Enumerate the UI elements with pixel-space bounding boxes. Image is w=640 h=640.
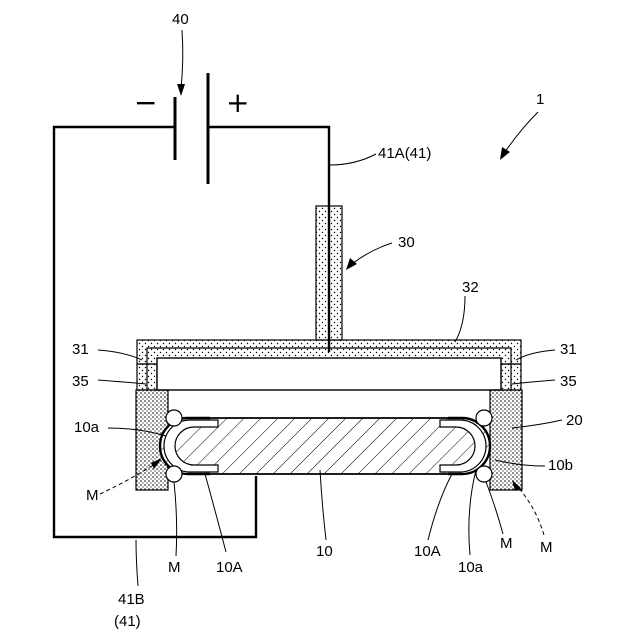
wire-41A bbox=[208, 127, 329, 352]
substrate-10 bbox=[160, 418, 490, 474]
label-10a-right: 10a bbox=[458, 559, 484, 576]
label-10a-left: 10a bbox=[74, 419, 100, 436]
label-10b: 10b bbox=[548, 457, 573, 474]
label-30: 30 bbox=[398, 234, 415, 251]
label-M-left-dashed: M bbox=[86, 487, 99, 504]
label-M-bottom-left: M bbox=[168, 559, 181, 576]
label-32: 32 bbox=[462, 279, 479, 296]
label-41B: 41B bbox=[118, 591, 145, 608]
label-31-left: 31 bbox=[72, 341, 89, 358]
label-M-right-dashed: M bbox=[540, 539, 553, 556]
label-40: 40 bbox=[172, 11, 189, 28]
label-1: 1 bbox=[536, 91, 544, 108]
minus-sign: − bbox=[134, 86, 157, 119]
electrode-30 bbox=[137, 206, 521, 418]
label-10A-right: 10A bbox=[414, 543, 441, 560]
label-10A-left: 10A bbox=[216, 559, 243, 576]
label-35-right: 35 bbox=[560, 373, 577, 390]
label-31-right: 31 bbox=[560, 341, 577, 358]
label-41B-sub: (41) bbox=[114, 613, 141, 630]
circuit-wires bbox=[54, 127, 329, 537]
label-41A: 41A(41) bbox=[378, 145, 431, 162]
label-35-left: 35 bbox=[72, 373, 89, 390]
label-10: 10 bbox=[316, 543, 333, 560]
label-M-bottom-right: M bbox=[500, 535, 513, 552]
label-20: 20 bbox=[566, 412, 583, 429]
plus-sign: + bbox=[226, 86, 249, 119]
